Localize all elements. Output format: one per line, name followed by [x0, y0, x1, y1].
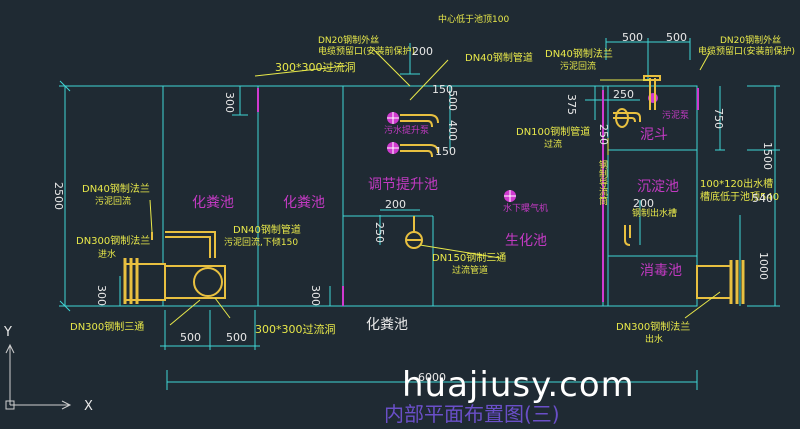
label-dn300-in-b: 进水 — [98, 250, 117, 260]
dim-2500: 2500 — [52, 182, 65, 210]
leader-lines — [149, 47, 721, 326]
label-dn300-out-b: 出水 — [645, 335, 664, 345]
label-dn150-b: 过流管道 — [452, 266, 489, 276]
label-dn40-left-b: 污泥回流 — [95, 197, 132, 207]
axis-x-label: X — [84, 399, 93, 414]
dim-300-c: 300 — [309, 285, 322, 306]
label-dn20-right-b: 电缆预留口(安装前保护) — [698, 47, 796, 57]
dim-200-b: 200 — [385, 198, 406, 211]
label-dn40-right-a: DN40钢制法兰 — [545, 49, 613, 60]
dn150-tee — [405, 216, 423, 249]
outlet-pipe — [696, 260, 745, 304]
label-dn40-top: DN40钢制管道 — [465, 53, 533, 64]
label-hole-bottom: 300*300过流洞 — [255, 323, 336, 336]
pool-label-septic-bottom: 化粪池 — [366, 317, 408, 333]
axis-y-label: Y — [4, 325, 12, 340]
label-dn300-out-a: DN300钢制法兰 — [616, 322, 691, 333]
sludge-pipe — [613, 75, 661, 246]
label-dn20-right-a: DN20钢制外丝 — [720, 36, 782, 46]
dim-1500: 1500 — [761, 142, 774, 170]
pool-label-disinfect: 消毒池 — [640, 263, 682, 279]
dim-500-a: 500 — [180, 331, 201, 344]
dim-150-b: 150 — [435, 145, 456, 158]
label-dn100-a: DN100钢制管道 — [516, 127, 591, 138]
dim-250-c: 250 — [597, 124, 610, 145]
label-center-low: 中心低于池顶100 — [438, 15, 510, 25]
label-lift-pump: 污水提升泵 — [384, 126, 430, 136]
pool-label-biochem: 生化池 — [505, 233, 547, 249]
dim-500-e: 500 — [666, 31, 687, 44]
label-dn300-tee: DN300钢制三通 — [70, 322, 145, 333]
label-dn20-left-b: 电缆预留口(安装前保护) — [318, 47, 416, 57]
dim-500-d: 500 — [622, 31, 643, 44]
pool-label-septic-1: 化粪池 — [192, 195, 234, 211]
dim-6000: 6000 — [418, 371, 446, 384]
dim-500-c: 500 — [446, 90, 459, 111]
dim-375: 375 — [565, 94, 578, 115]
dim-300-a: 300 — [223, 92, 236, 113]
dim-250-a: 250 — [613, 88, 634, 101]
pool-label-regulating: 调节提升池 — [368, 177, 438, 193]
dimension-lines — [59, 38, 780, 390]
label-dn20-left-a: DN20钢制外丝 — [318, 36, 380, 46]
label-weir-a: 100*120出水槽 — [700, 179, 774, 190]
inlet-pipe — [123, 231, 226, 304]
dim-400: 400 — [446, 120, 459, 141]
pool-label-sediment: 沉淀池 — [637, 179, 679, 195]
pool-label-septic-2: 化粪池 — [283, 195, 325, 211]
overflow-openings — [257, 88, 699, 306]
dim-200-a: 200 — [412, 45, 433, 58]
dim-500-b: 500 — [226, 331, 247, 344]
ucs-axes-icon — [5, 343, 72, 410]
label-baffle: 钢制导流筒 — [597, 160, 607, 205]
label-outflow-weir: 钢制出水槽 — [632, 209, 678, 219]
dim-150: 150 — [432, 83, 453, 96]
dim-750: 750 — [712, 108, 725, 129]
label-dn300-in-a: DN300钢制法兰 — [76, 236, 151, 247]
dim-300-b: 300 — [95, 285, 108, 306]
pool-label-funnel: 泥斗 — [640, 127, 668, 143]
label-dn150-a: DN150钢制三通 — [432, 253, 507, 264]
dim-250-b: 250 — [373, 222, 386, 243]
label-sludge-pump: 污泥泵 — [662, 111, 690, 121]
dim-540: 540 — [752, 192, 773, 205]
label-weir-b: 槽底低于池顶540 — [700, 192, 780, 203]
watermark: huajiusy.com — [402, 365, 635, 405]
label-hole-top: 300*300过流洞 — [275, 61, 356, 74]
lift-pumps — [400, 114, 439, 158]
drawing-title: 内部平面布置图(三) — [384, 402, 560, 426]
label-dn40-right-b: 污泥回流 — [560, 62, 597, 72]
dim-200-c: 200 — [633, 197, 654, 210]
label-dn40-left-a: DN40钢制法兰 — [82, 184, 150, 195]
label-dn40-mid-b: 污泥回流,下倾150 — [224, 238, 299, 248]
label-dn40-mid-a: DN40钢制管道 — [233, 225, 301, 236]
label-dn100-b: 过流 — [544, 140, 563, 150]
dim-1000: 1000 — [757, 252, 770, 280]
label-aerator: 水下曝气机 — [503, 204, 549, 214]
